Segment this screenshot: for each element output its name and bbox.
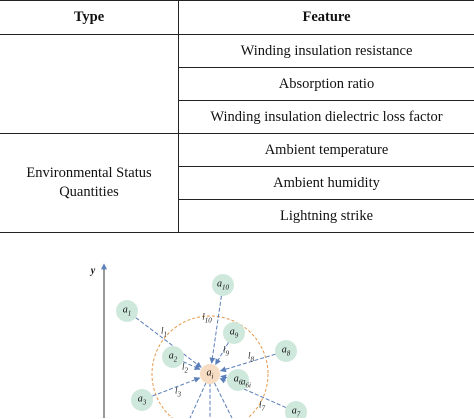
feature-table: Type Feature Winding insulation resistan… [0, 0, 474, 233]
table-header-row: Type Feature [0, 1, 474, 35]
feature-cell: Lightning strike [179, 200, 474, 233]
edge-label-9: l9 [223, 345, 229, 358]
node-label-a7: a7 [292, 406, 301, 419]
edge-label-2: l2 [182, 362, 188, 375]
edge-label-7: l7 [259, 400, 265, 413]
edge-label-3: l3 [175, 386, 181, 399]
feature-cell: Winding insulation resistance [179, 35, 474, 68]
header-type: Type [0, 1, 179, 35]
type-cell-1 [0, 35, 179, 134]
edge-label-8: l8 [248, 351, 254, 364]
type-line: Environmental Status [26, 165, 151, 181]
table-row: Winding insulation resistance [0, 35, 474, 68]
edge-offscreen-0 [190, 383, 206, 418]
node-label-a8: a8 [282, 345, 291, 358]
feature-cell: Absorption ratio [179, 68, 474, 101]
type-cell-2: Environmental Status Quantities [0, 134, 179, 233]
feature-cell: Winding insulation dielectric loss facto… [179, 101, 474, 134]
node-label-a1: a1 [123, 305, 132, 318]
node-label-a10: a10 [217, 279, 229, 292]
edge-a6 [221, 376, 227, 377]
node-label-a9: a9 [230, 327, 239, 340]
feature-cell: Ambient humidity [179, 167, 474, 200]
edge-a10 [212, 296, 222, 363]
node-label-a2: a2 [169, 351, 178, 364]
edge-label-1: l1 [161, 326, 167, 339]
type-line: Quantities [59, 184, 119, 200]
table-row: Environmental Status Quantities Ambient … [0, 134, 474, 167]
header-feature: Feature [179, 1, 474, 35]
node-label-a3: a3 [138, 394, 147, 407]
y-axis-label: y [91, 266, 95, 277]
edge-offscreen-1 [214, 383, 232, 418]
feature-cell: Ambient temperature [179, 134, 474, 167]
edge-label-a6i: a6i [241, 377, 251, 390]
edge-label-10: l10 [202, 312, 212, 325]
node-label-center: ai [207, 368, 214, 381]
